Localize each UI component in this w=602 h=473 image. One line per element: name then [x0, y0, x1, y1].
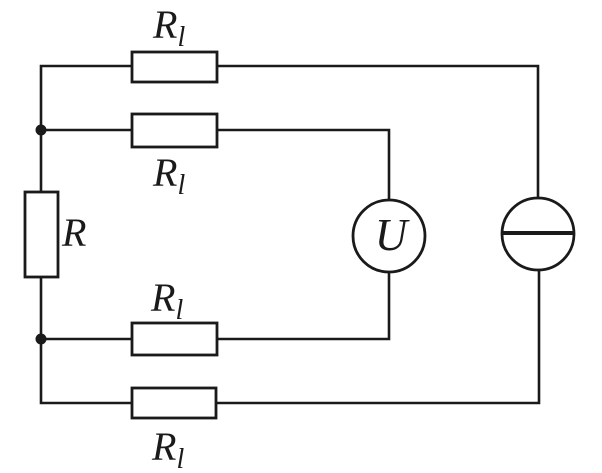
- wire-bottom-current: [216, 270, 541, 405]
- wire-sense-bottom: [41, 272, 391, 341]
- label-lead-bottom: Rl: [151, 424, 184, 473]
- wire-top-current: [217, 64, 540, 198]
- junction-dot-top: [35, 124, 47, 136]
- resistor-lead-sense-bottom: [130, 321, 219, 357]
- label-lead-sense-bottom: Rl: [150, 275, 183, 326]
- resistor-layer: [23, 50, 219, 420]
- label-lead-sense-top: Rl: [152, 150, 185, 201]
- resistor-lead-sense-top: [130, 112, 219, 149]
- label-lead-top: Rl: [152, 2, 185, 53]
- label-resistor-under-test: R: [61, 210, 86, 255]
- resistor-lead-bottom: [130, 386, 218, 420]
- junction-layer: [35, 124, 47, 345]
- resistor-lead-top: [130, 50, 219, 84]
- meter-layer: [351, 196, 576, 274]
- wire-sense-top: [41, 128, 391, 200]
- wire-left-branch: [39, 64, 132, 405]
- resistor-under-test: [23, 190, 60, 279]
- label-layer: Rl Rl R Rl Rl U: [61, 2, 410, 473]
- wire-layer: [39, 64, 541, 405]
- junction-dot-bottom: [35, 333, 47, 345]
- voltmeter-symbol: [351, 198, 427, 274]
- label-voltmeter: U: [375, 210, 410, 260]
